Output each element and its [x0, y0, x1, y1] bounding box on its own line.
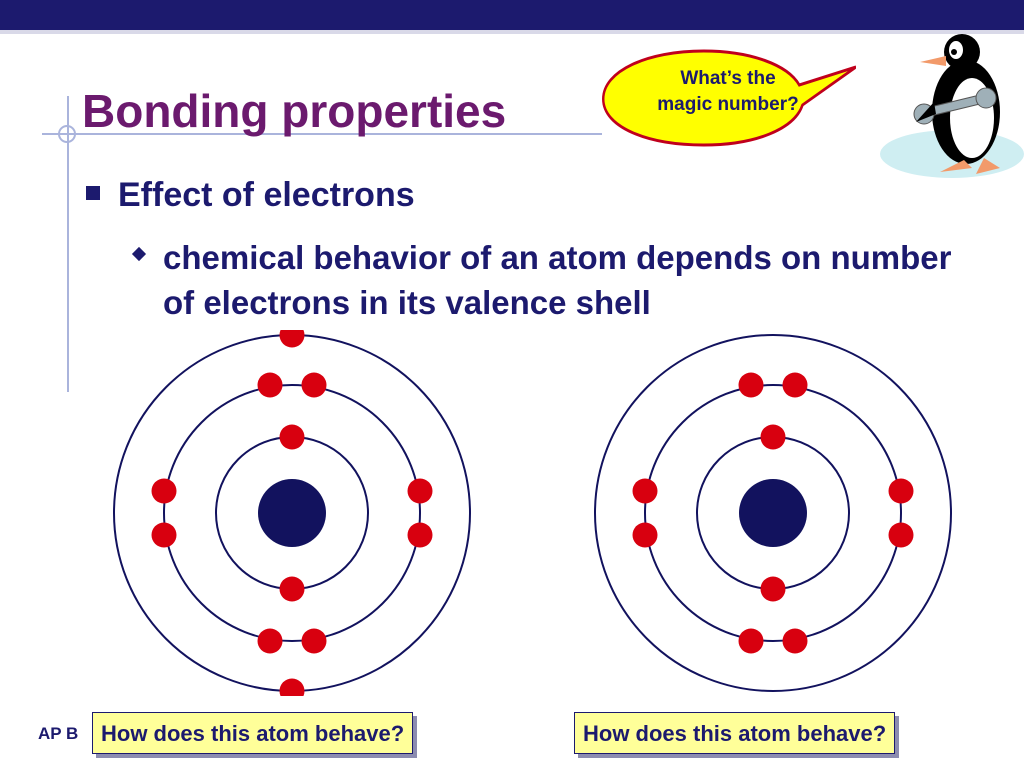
speech-bubble	[602, 49, 856, 147]
electron	[279, 678, 305, 696]
electron	[151, 478, 177, 504]
electron-shell-2	[644, 384, 902, 642]
decor-vertical-line	[67, 96, 69, 392]
electron	[632, 522, 658, 548]
electron	[151, 522, 177, 548]
bullet-level2-text: chemical behavior of an atom depends on …	[163, 239, 952, 321]
speech-bubble-shape	[602, 49, 856, 147]
bullet-level1: Effect of electrons	[86, 176, 415, 215]
electron	[301, 628, 327, 654]
speech-bubble-text: What’s the magic number?	[618, 66, 838, 118]
top-bar-stripe	[0, 30, 1024, 34]
electron	[888, 522, 914, 548]
square-bullet-icon	[86, 186, 100, 200]
top-bar	[0, 0, 1024, 30]
nucleus	[258, 479, 326, 547]
electron	[782, 372, 808, 398]
electron	[738, 372, 764, 398]
electron	[738, 628, 764, 654]
electron	[257, 628, 283, 654]
electron	[760, 576, 786, 602]
decor-crosshair-circle	[58, 125, 76, 143]
atom-diagram-1	[113, 330, 471, 696]
electron	[407, 478, 433, 504]
bullet-level2: chemical behavior of an atom depends on …	[130, 235, 980, 325]
electron	[888, 478, 914, 504]
electron-shell-2	[163, 384, 421, 642]
electron-shell-3	[594, 334, 952, 692]
electron	[257, 372, 283, 398]
electron	[279, 330, 305, 348]
speech-bubble-line2: magic number?	[657, 94, 799, 115]
atom-diagram-2	[594, 334, 952, 692]
slide-title: Bonding properties	[82, 85, 507, 137]
electron	[301, 372, 327, 398]
bullet-level1-text: Effect of electrons	[118, 176, 415, 214]
electron	[279, 424, 305, 450]
electron	[279, 576, 305, 602]
speech-bubble-line1: What’s the	[680, 68, 776, 89]
nucleus	[739, 479, 807, 547]
penguin-with-wrench-icon	[880, 34, 1024, 178]
electron	[782, 628, 808, 654]
electron	[632, 478, 658, 504]
electron	[407, 522, 433, 548]
electron	[760, 424, 786, 450]
atom-caption-1: How does this atom behave?	[92, 712, 414, 754]
decor-horizontal-line	[42, 133, 602, 135]
atom-caption-2: How does this atom behave?	[574, 712, 896, 754]
footer-label: AP B	[38, 724, 79, 743]
